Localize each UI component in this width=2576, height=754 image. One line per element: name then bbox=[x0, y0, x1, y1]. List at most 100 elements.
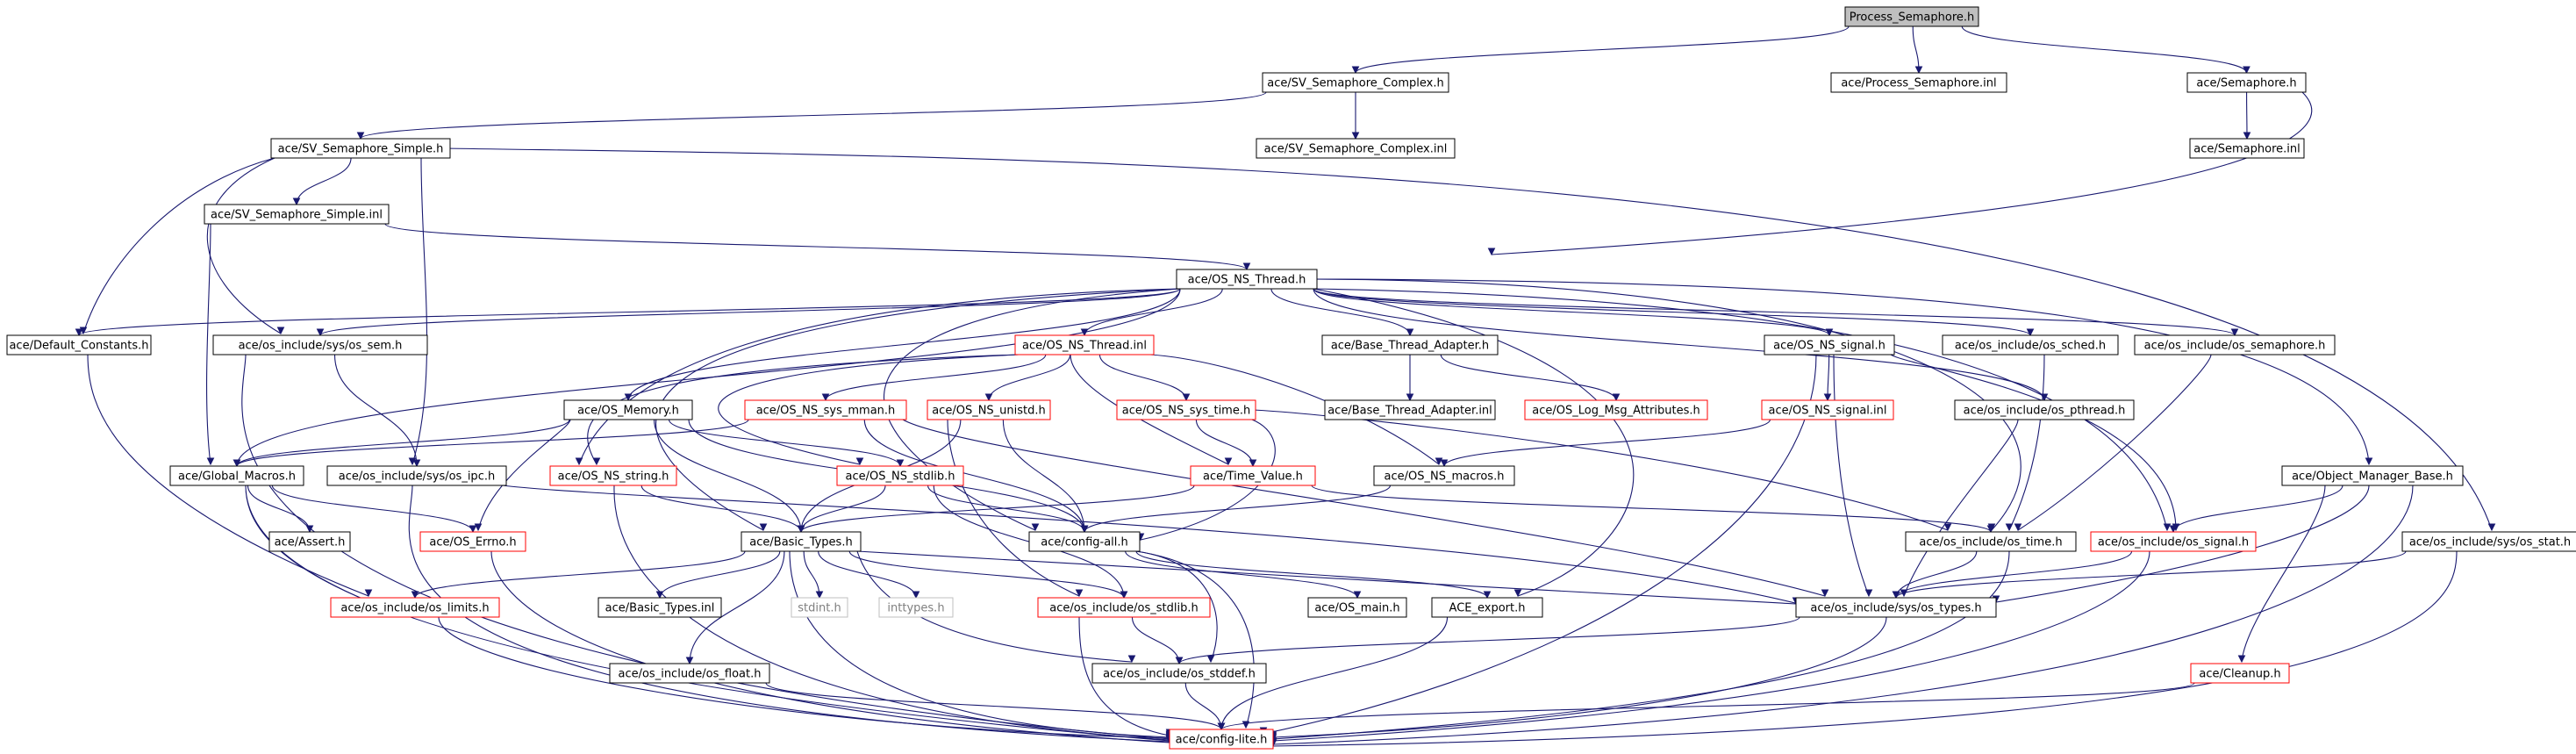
node-box bbox=[1373, 465, 1515, 486]
dependency-edge bbox=[1313, 288, 2239, 337]
edge-line bbox=[271, 485, 474, 533]
node-os-types-h[interactable]: ace/os_include/sys/os_types.h bbox=[1795, 597, 1997, 618]
node-process-semaphore-inl[interactable]: ace/Process_Semaphore.inl bbox=[1830, 72, 2007, 93]
edge-line bbox=[668, 419, 901, 467]
edge-line bbox=[1313, 288, 2031, 336]
node-os-time-h[interactable]: ace/os_include/os_time.h bbox=[1905, 531, 2077, 552]
edge-line bbox=[1263, 354, 1817, 735]
node-semaphore-inl[interactable]: ace/Semaphore.inl bbox=[2189, 138, 2305, 159]
node-box bbox=[791, 597, 848, 618]
node-os-stddef-h[interactable]: ace/os_include/os_stddef.h bbox=[1091, 663, 1267, 684]
dependency-edge bbox=[718, 354, 1020, 466]
edge-line bbox=[1135, 550, 1488, 599]
node-os-ns-macros-h[interactable]: ace/OS_NS_macros.h bbox=[1373, 465, 1515, 486]
node-semaphore-h[interactable]: ace/Semaphore.h bbox=[2186, 72, 2307, 93]
edge-line bbox=[1833, 354, 1870, 597]
edge-line bbox=[659, 550, 781, 599]
node-label: ace/Semaphore.inl bbox=[2193, 143, 2300, 156]
node-assert-h[interactable]: ace/Assert.h bbox=[268, 531, 351, 552]
dependency-edge bbox=[848, 550, 1128, 600]
edge-line bbox=[640, 485, 802, 533]
node-default-constants-h[interactable]: ace/Default_Constants.h bbox=[6, 334, 152, 355]
edge-line bbox=[1149, 354, 1440, 465]
node-box bbox=[1028, 531, 1141, 552]
node-os-errno-h[interactable]: ace/OS_Errno.h bbox=[419, 531, 526, 552]
node-os-ns-thread-inl[interactable]: ace/OS_NS_Thread.inl bbox=[1014, 334, 1155, 355]
node-global-macros-h[interactable]: ace/Global_Macros.h bbox=[169, 465, 304, 486]
edge-line bbox=[655, 288, 1181, 531]
node-os-stat-h[interactable]: ace/os_include/sys/os_stat.h bbox=[2401, 531, 2576, 552]
dependency-edge bbox=[502, 485, 1803, 606]
node-os-ipc-h[interactable]: ace/os_include/sys/os_ipc.h bbox=[326, 465, 507, 486]
node-os-ns-stdlib-h[interactable]: ace/OS_NS_stdlib.h bbox=[836, 465, 964, 486]
node-time-value-h[interactable]: ace/Time_Value.h bbox=[1190, 465, 1316, 486]
node-os-limits-h[interactable]: ace/os_include/os_limits.h bbox=[330, 597, 500, 618]
node-sv-semaphore-complex-inl[interactable]: ace/SV_Semaphore_Complex.inl bbox=[1256, 138, 1456, 159]
node-label: ace/os_include/sys/os_stat.h bbox=[2409, 536, 2571, 549]
node-os-signal-h[interactable]: ace/os_include/os_signal.h bbox=[2090, 531, 2257, 552]
dependency-edge bbox=[1195, 419, 1257, 468]
node-sv-semaphore-simple-h[interactable]: ace/SV_Semaphore_Simple.h bbox=[270, 138, 451, 159]
edge-arrowhead bbox=[364, 589, 373, 598]
node-label: ace/SV_Semaphore_Simple.h bbox=[278, 143, 444, 156]
node-basic-types-h[interactable]: ace/Basic_Types.h bbox=[741, 531, 862, 552]
node-box bbox=[609, 663, 770, 684]
edge-arrowhead bbox=[1031, 523, 1040, 532]
node-object-manager-base-h[interactable]: ace/Object_Manager_Base.h bbox=[2281, 465, 2464, 486]
dependency-edge bbox=[1313, 288, 1834, 337]
node-os-pthread-h[interactable]: ace/os_include/os_pthread.h bbox=[1954, 399, 2135, 420]
node-os-main-h[interactable]: ace/OS_main.h bbox=[1307, 597, 1407, 618]
edge-line bbox=[1195, 419, 1254, 467]
node-os-ns-signal-inl[interactable]: ace/OS_NS_signal.inl bbox=[1761, 399, 1894, 420]
edge-line bbox=[1272, 550, 2010, 740]
node-os-ns-unistd-h[interactable]: ace/OS_NS_unistd.h bbox=[927, 399, 1051, 420]
node-os-sem-h[interactable]: ace/os_include/sys/os_sem.h bbox=[212, 334, 428, 355]
node-ace-export-h[interactable]: ACE_export.h bbox=[1431, 597, 1543, 618]
node-cleanup-h[interactable]: ace/Cleanup.h bbox=[2190, 663, 2290, 684]
node-os-float-h[interactable]: ace/os_include/os_float.h bbox=[609, 663, 770, 684]
node-basic-types-inl[interactable]: ace/Basic_Types.inl bbox=[597, 597, 722, 618]
node-os-ns-thread-h[interactable]: ace/OS_NS_Thread.h bbox=[1176, 269, 1318, 290]
node-os-semaphore-h[interactable]: ace/os_include/os_semaphore.h bbox=[2134, 334, 2336, 355]
dependency-edge bbox=[446, 147, 2496, 532]
dependency-edge bbox=[1270, 288, 1414, 337]
node-base-thread-adapter-h[interactable]: ace/Base_Thread_Adapter.h bbox=[1321, 334, 1499, 355]
node-sv-semaphore-simple-inl[interactable]: ace/SV_Semaphore_Simple.inl bbox=[204, 204, 390, 225]
node-box bbox=[2090, 531, 2257, 552]
node-label: ace/OS_NS_Thread.h bbox=[1188, 274, 1306, 287]
edge-arrowhead bbox=[2005, 523, 2014, 532]
node-label: ace/os_include/os_semaphore.h bbox=[2144, 340, 2326, 353]
node-box bbox=[330, 597, 500, 618]
node-os-stdlib-h[interactable]: ace/os_include/os_stdlib.h bbox=[1037, 597, 1211, 618]
node-config-lite-h[interactable]: ace/config-lite.h bbox=[1169, 729, 1274, 750]
edge-line bbox=[1313, 278, 2370, 465]
node-os-log-msg-attributes-h[interactable]: ace/OS_Log_Msg_Attributes.h bbox=[1524, 399, 1708, 420]
edge-line bbox=[477, 419, 571, 531]
edge-line bbox=[360, 91, 1267, 140]
node-os-ns-sys-time-h[interactable]: ace/OS_NS_sys_time.h bbox=[1116, 399, 1256, 420]
node-os-sched-h[interactable]: ace/os_include/os_sched.h bbox=[1942, 334, 2119, 355]
edge-line bbox=[2017, 354, 2212, 531]
edge-arrowhead bbox=[1120, 591, 1128, 600]
edge-line bbox=[78, 288, 1181, 336]
edge-arrowhead bbox=[1943, 523, 1952, 532]
node-os-ns-string-h[interactable]: ace/OS_NS_string.h bbox=[549, 465, 677, 486]
dependency-edge bbox=[87, 354, 373, 598]
node-base-thread-adapter-inl[interactable]: ace/Base_Thread_Adapter.inl bbox=[1324, 399, 1496, 420]
node-sv-semaphore-complex-h[interactable]: ace/SV_Semaphore_Complex.h bbox=[1262, 72, 1449, 93]
node-os-ns-sys-mman-h[interactable]: ace/OS_NS_sys_mman.h bbox=[744, 399, 907, 420]
node-os-memory-h[interactable]: ace/OS_Memory.h bbox=[563, 399, 693, 420]
node-label: ace/Time_Value.h bbox=[1203, 470, 1303, 484]
node-box bbox=[549, 465, 677, 486]
dependency-edge bbox=[2237, 485, 2326, 664]
edge-line bbox=[1313, 288, 1830, 336]
node-process-semaphore-h[interactable]: Process_Semaphore.h bbox=[1844, 6, 1979, 27]
edge-arrowhead bbox=[575, 457, 583, 466]
dependency-edge bbox=[655, 550, 781, 600]
edge-line bbox=[82, 157, 275, 334]
node-os-ns-signal-h[interactable]: ace/OS_NS_signal.h bbox=[1764, 334, 1895, 355]
edge-arrowhead bbox=[1487, 248, 1496, 256]
node-label: ace/Process_Semaphore.inl bbox=[1841, 77, 1996, 90]
edge-arrowhead bbox=[1206, 655, 1215, 664]
node-config-all-h[interactable]: ace/config-all.h bbox=[1028, 531, 1141, 552]
